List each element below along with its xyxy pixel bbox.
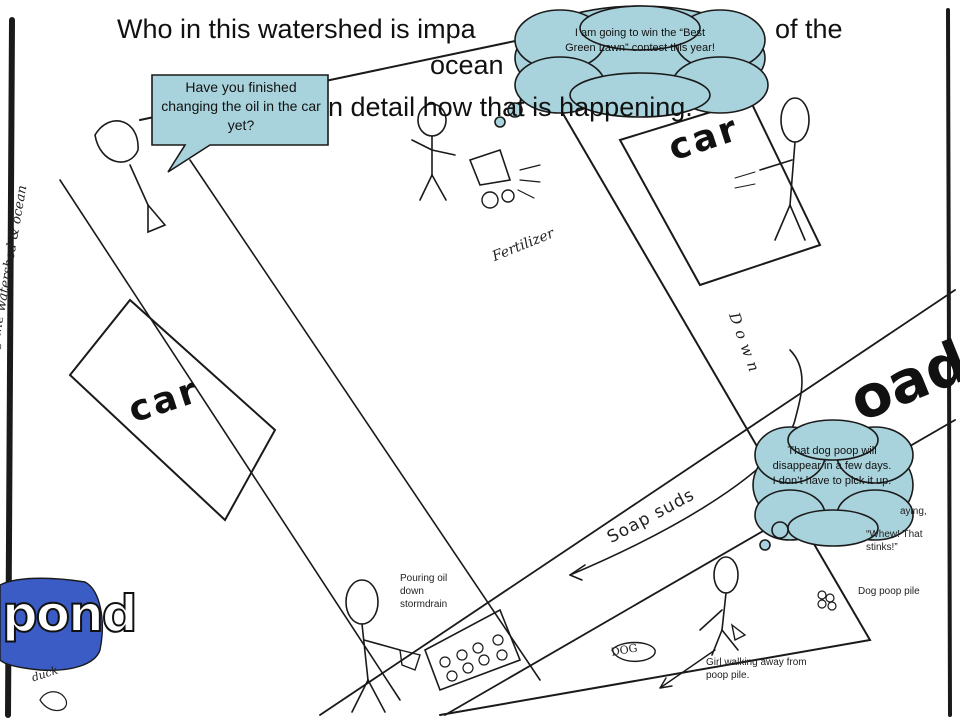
oil-can (399, 649, 421, 671)
thought-cloud-lawn-shape (494, 5, 769, 128)
car-right-outline (618, 98, 822, 287)
right-border-line (946, 8, 952, 717)
car-left-outline (68, 298, 277, 522)
thought-cloud-lawn-text: I am going to win the “Best Green Lawn” … (565, 27, 715, 54)
title-line-1: Who in this watershed is impa (117, 14, 476, 44)
pond-shape (0, 577, 103, 672)
dog-drawing (611, 641, 656, 663)
pond-word: pond (1, 584, 139, 644)
figure-girl-walking (713, 556, 739, 594)
sidewalk-line-left (59, 179, 401, 701)
figure-person-top-left (94, 120, 139, 163)
thought-cloud-dog-shape (752, 419, 914, 551)
label-girl-walking: Girl walking away from poop pile. (706, 657, 807, 681)
dog-poop-pile-drawing (817, 590, 837, 611)
speech-bubble-text: Have you finished changing the oil in th… (161, 79, 321, 133)
figure-oil-pourer (345, 579, 379, 625)
road-edge-upper (319, 289, 956, 716)
label-pouring-oil: Pouring oil down stormdrain (400, 573, 448, 610)
sidewalk-line-inner (189, 159, 541, 681)
thought-cloud-dog-text: That dog poop will disappear in a few da… (772, 445, 892, 487)
title-line-3: n detail how that is happening. (328, 92, 693, 122)
speech-bubble-shape (151, 74, 329, 173)
label-whew: “Whew! That stinks!” (866, 529, 923, 553)
duck-drawing (39, 691, 68, 712)
fertilizer-spreader (468, 148, 512, 186)
label-dog-poop: Dog poop pile (858, 586, 920, 597)
house-lot-outline (139, 38, 872, 716)
storm-drain-grate (424, 608, 522, 692)
title-line-1-end: of the (775, 14, 843, 44)
title-line-2: ocean (430, 50, 504, 80)
label-saying: aying, (900, 506, 927, 517)
figure-car-washer (780, 97, 810, 143)
